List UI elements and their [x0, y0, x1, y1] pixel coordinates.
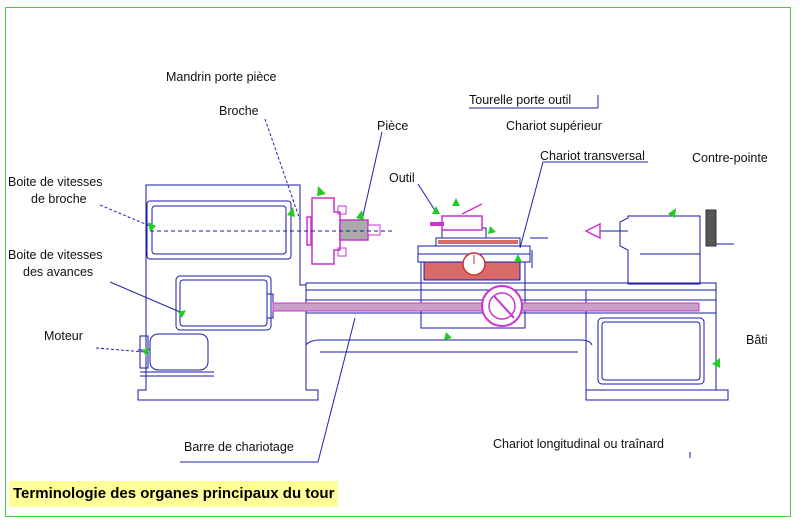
bed-arch: [305, 339, 593, 346]
tailstock-center: [584, 222, 601, 240]
label-boite-vitesses-avances-1: Boite de vitesses: [8, 248, 103, 262]
right-leg-panel: [597, 317, 705, 385]
label-bati: Bâti: [746, 333, 768, 347]
pointer-chariot-transversal: [514, 254, 522, 262]
label-outil: Outil: [389, 171, 415, 185]
leader-boite-broche: [99, 204, 151, 227]
title-box: Terminologie des organes principaux du t…: [9, 481, 339, 507]
chuck-jaw-top: [337, 205, 347, 215]
apron-handwheel-inner: [488, 292, 516, 320]
pointer-boite-broche: [148, 222, 156, 232]
label-mandrin: Mandrin porte pièce: [166, 70, 277, 84]
diagram-frame: [5, 7, 791, 517]
feed-gearbox-inner: [179, 279, 268, 327]
tailstock-body: [619, 215, 701, 285]
workpiece-tip: [367, 224, 381, 236]
tool-lever: [461, 203, 483, 215]
label-broche: Broche: [219, 104, 259, 118]
pointer-longitudinal: [444, 332, 452, 340]
pointer-outil: [432, 206, 440, 214]
leader-boite-avances: [109, 281, 181, 313]
apron-handwheel-spoke: [493, 295, 515, 319]
leader-broche: [264, 118, 301, 221]
label-chariot-transversal: Chariot transversal: [540, 149, 645, 163]
right-leg-panel-inner: [601, 321, 701, 381]
feed-gearbox-outer: [175, 275, 272, 331]
pointer-contre-pointe: [668, 208, 676, 218]
slide-fill: [438, 240, 518, 244]
headstock-gearbox-inner: [151, 205, 287, 255]
label-contre-pointe: Contre-pointe: [692, 151, 768, 165]
diagram-title: Terminologie des organes principaux du t…: [13, 485, 335, 502]
leader-piece: [361, 131, 383, 221]
label-chariot-longitudinal: Chariot longitudinal ou traînard: [493, 437, 664, 451]
label-tourelle: Tourelle porte outil: [469, 93, 572, 107]
headstock-body: [137, 184, 319, 401]
label-barre-chariotage: Barre de chariotage: [184, 440, 294, 454]
pointer-mandrin: [317, 186, 326, 196]
label-piece: Pièce: [377, 119, 409, 133]
label-moteur: Moteur: [44, 329, 83, 343]
pointer-broche: [287, 207, 295, 217]
pointer-boite-avances: [178, 310, 186, 318]
pointer-tourelle: [452, 198, 460, 206]
leader-outil: [417, 183, 437, 213]
pointer-bati: [712, 358, 720, 368]
label-boite-vitesses-broche-2: de broche: [31, 192, 87, 206]
pointer-moteur: [142, 348, 150, 356]
pointer-chariot-superieur: [488, 226, 496, 234]
label-boite-vitesses-broche-1: Boite de vitesses: [8, 175, 103, 189]
label-chariot-superieur: Chariot supérieur: [506, 119, 602, 133]
leader-barre: [317, 317, 356, 463]
cutting-tool: [430, 222, 444, 226]
feed-gearbox-cap: [266, 293, 274, 319]
chuck-jaw-bottom: [337, 247, 347, 257]
tailstock-handwheel: [705, 209, 717, 247]
leader-transversal-down: [519, 161, 544, 249]
headstock-gearbox-outer: [146, 200, 292, 260]
label-boite-vitesses-avances-2: des avances: [23, 265, 94, 279]
workpiece: [339, 219, 369, 241]
tool-post: [441, 215, 483, 231]
motor-body: [149, 333, 209, 371]
leader-moteur: [95, 347, 146, 353]
right-leg: [585, 289, 729, 401]
pointer-piece: [356, 210, 364, 220]
